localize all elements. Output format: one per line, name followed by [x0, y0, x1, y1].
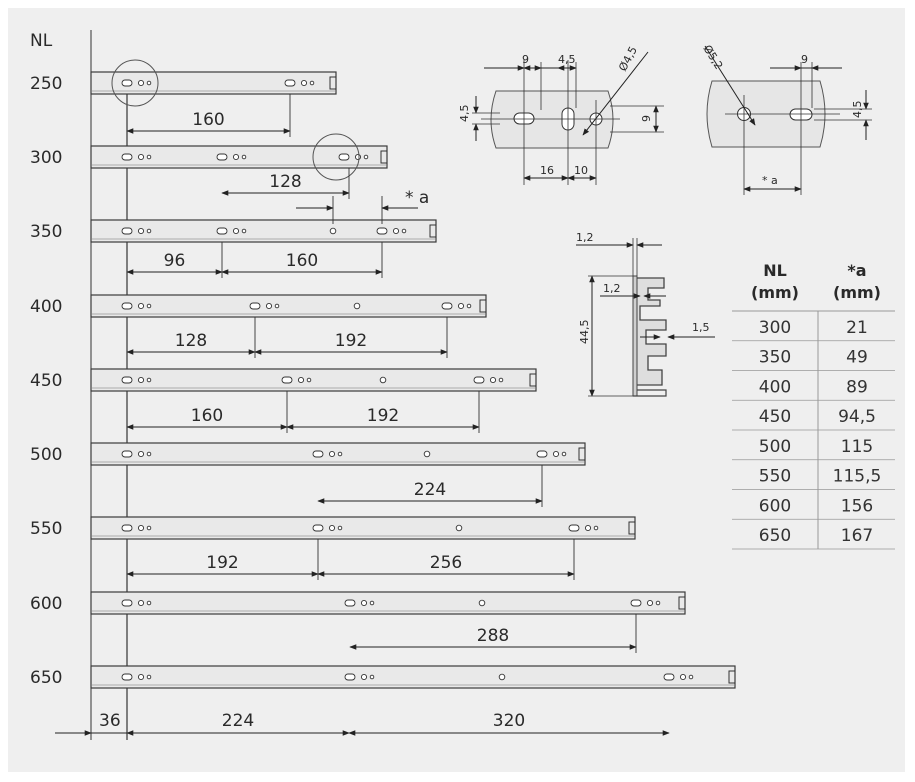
bottom-dim-224: 224	[222, 711, 254, 731]
dim-h45-right: 4,5	[851, 101, 864, 119]
table-cell-nl: 550	[759, 467, 791, 487]
table-cell-nl: 350	[759, 348, 791, 368]
dim-a-right: * a	[762, 174, 778, 187]
profile-inner-dim: 1,2	[603, 282, 621, 295]
dim-10-left: 10	[574, 164, 588, 177]
dim-9-left: 9	[522, 53, 529, 66]
dim-250-160: 160	[192, 110, 224, 130]
dim-h45-left: 4,5	[458, 105, 471, 123]
detail-hole-pattern-left: 9 4,5 Ø4,5 4,5 9 16 10	[458, 44, 664, 185]
bottom-dim-36: 36	[99, 711, 121, 731]
dim-500-224: 224	[414, 480, 446, 500]
rail-350	[90, 219, 437, 243]
table-cell-a: 167	[841, 526, 873, 546]
nl-label-600: 600	[30, 594, 62, 614]
dim-350-160: 160	[286, 251, 318, 271]
table-header-nl: NL	[763, 261, 787, 280]
dim-450-192: 192	[367, 406, 399, 426]
table-cell-nl: 650	[759, 526, 791, 546]
table-cell-a: 89	[846, 377, 868, 397]
rail-profile-section: 1,2 1,2 1,5 44,5	[576, 231, 715, 397]
rail-450	[90, 368, 537, 392]
dim-400-128: 128	[175, 331, 207, 351]
dim-350-96: 96	[164, 251, 186, 271]
phi-52-label: Ø5,2	[700, 43, 725, 72]
table-cell-a: 115	[841, 437, 873, 457]
nl-label-650: 650	[30, 668, 62, 688]
profile-right-dim: 1,5	[692, 321, 710, 334]
dim-550-256: 256	[430, 553, 462, 573]
dimension-group: 160 128 96 160 128 192 160 192 224 192 256 288 * a	[126, 94, 637, 653]
table-cell-a: 94,5	[838, 407, 876, 427]
detail-hole-pattern-right: 9 Ø5,2 4,5 * a	[700, 43, 872, 195]
table-header-a-unit: (mm)	[833, 283, 881, 302]
rail-600	[90, 591, 686, 615]
nl-label-450: 450	[30, 371, 62, 391]
table-cell-nl: 400	[759, 377, 791, 397]
table-cell-a: 115,5	[833, 467, 882, 487]
profile-height-dim: 44,5	[578, 320, 591, 345]
table-cell-nl: 500	[759, 437, 791, 457]
dim-450-160: 160	[191, 406, 223, 426]
dim-16-left: 16	[540, 164, 554, 177]
nl-label-400: 400	[30, 297, 62, 317]
nl-label-350: 350	[30, 222, 62, 242]
table-cell-nl: 450	[759, 407, 791, 427]
dim-600-288: 288	[477, 626, 509, 646]
rail-group: 250 300 350 400 450 500 550 600 650	[30, 59, 736, 689]
profile-top-dim: 1,2	[576, 231, 594, 244]
table-cell-a: 156	[841, 496, 873, 516]
dim-h9-left: 9	[640, 115, 653, 122]
nl-axis-label: NL	[30, 31, 53, 51]
dim-300-128: 128	[269, 172, 301, 192]
rail-650	[90, 665, 736, 689]
bottom-dim-320: 320	[493, 711, 525, 731]
table-header-a: *a	[847, 261, 866, 280]
bottom-dimension-line: 36 224 320	[55, 711, 670, 736]
phi-45-label: Ø4,5	[616, 44, 640, 73]
dim-9-right: 9	[801, 53, 808, 66]
dim-550-192: 192	[206, 553, 238, 573]
nl-label-550: 550	[30, 519, 62, 539]
table-cell-nl: 600	[759, 496, 791, 516]
rail-400	[90, 294, 487, 318]
rail-250	[90, 71, 337, 95]
a-indicator-label: * a	[405, 188, 429, 208]
rail-550	[90, 516, 636, 540]
nl-a-table: NL (mm) *a (mm) 300 21 350 49 400 89 450 94,5 50…	[732, 261, 895, 550]
dim-45-left: 4,5	[558, 53, 576, 66]
table-cell-a: 21	[846, 318, 868, 338]
nl-label-300: 300	[30, 148, 62, 168]
table-header-nl-unit: (mm)	[751, 283, 799, 302]
dim-400-192: 192	[335, 331, 367, 351]
table-cell-nl: 300	[759, 318, 791, 338]
rail-300	[90, 145, 388, 169]
table-cell-a: 49	[846, 348, 868, 368]
nl-label-500: 500	[30, 445, 62, 465]
nl-label-250: 250	[30, 74, 62, 94]
rail-500	[90, 442, 586, 466]
